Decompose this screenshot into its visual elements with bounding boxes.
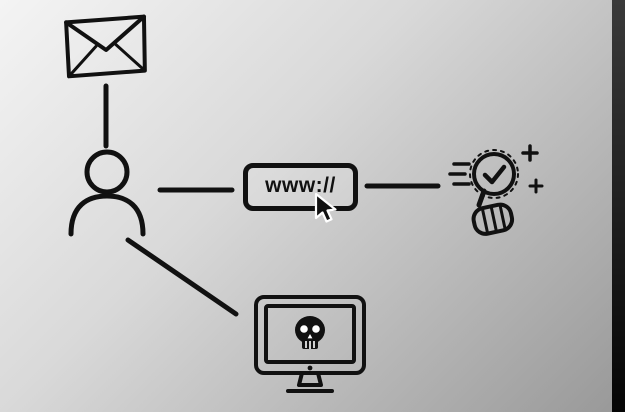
cursor-pointer-icon: [314, 192, 337, 223]
email-envelope-icon: [64, 14, 147, 79]
url-button: www://: [243, 163, 358, 211]
connector-user-malware: [125, 237, 239, 317]
edge-strip: [612, 0, 625, 412]
skull-monitor-icon: [254, 295, 366, 393]
url-label: www://: [265, 174, 336, 197]
person-icon: [68, 149, 146, 237]
verified-search-hand-icon: [448, 144, 544, 236]
skull-glyph: [295, 316, 325, 349]
